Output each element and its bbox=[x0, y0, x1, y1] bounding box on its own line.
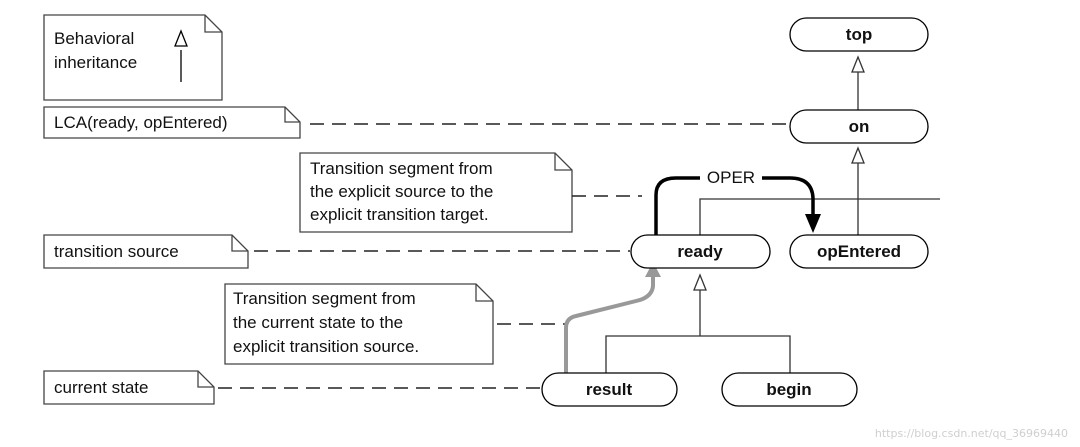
note-segment-explicit-line2: the explicit source to the bbox=[310, 182, 493, 201]
note-connectors bbox=[218, 123, 790, 389]
note-behavioral-inheritance: Behavioral inheritance bbox=[43, 14, 223, 101]
note-segment-explicit: Transition segment from the explicit sou… bbox=[299, 152, 573, 233]
inheritance-arrow-icon bbox=[174, 29, 188, 82]
state-top-label: top bbox=[846, 25, 872, 44]
note-transition-source: transition source bbox=[43, 234, 249, 269]
state-on-label: on bbox=[849, 117, 870, 136]
note-segment-current: Transition segment from the current stat… bbox=[224, 283, 494, 365]
note-segment-explicit-line1: Transition segment from bbox=[310, 159, 493, 178]
note-lca: LCA(ready, opEntered) bbox=[43, 106, 301, 139]
note-behavioral-line2: inheritance bbox=[54, 53, 137, 72]
arrowhead-top bbox=[851, 55, 865, 73]
note-current-state-text: current state bbox=[54, 378, 149, 397]
arrowhead-ready bbox=[693, 273, 707, 291]
inheritance-arrowheads bbox=[693, 55, 865, 291]
state-opEntered[interactable]: opEntered bbox=[789, 234, 929, 269]
note-current-state: current state bbox=[43, 370, 215, 405]
inheritance-lines bbox=[605, 72, 940, 373]
watermark: https://blog.csdn.net/qq_36969440 bbox=[875, 427, 1068, 440]
state-begin[interactable]: begin bbox=[721, 372, 858, 407]
arrowhead-on bbox=[851, 146, 865, 164]
note-behavioral-line1: Behavioral bbox=[54, 29, 134, 48]
state-on[interactable]: on bbox=[789, 109, 929, 144]
state-begin-label: begin bbox=[766, 380, 811, 399]
note-lca-text: LCA(ready, opEntered) bbox=[54, 113, 228, 132]
state-result-label: result bbox=[586, 380, 633, 399]
state-top[interactable]: top bbox=[789, 17, 929, 52]
note-segment-current-line3: explicit transition source. bbox=[233, 337, 419, 356]
note-segment-current-line1: Transition segment from bbox=[233, 289, 416, 308]
note-segment-current-line2: the current state to the bbox=[233, 313, 403, 332]
note-segment-explicit-line3: explicit transition target. bbox=[310, 205, 489, 224]
state-ready[interactable]: ready bbox=[630, 234, 771, 269]
state-result[interactable]: result bbox=[541, 372, 678, 407]
transition-oper: OPER bbox=[654, 168, 821, 235]
segment-current-to-source bbox=[564, 262, 661, 373]
state-opEntered-label: opEntered bbox=[817, 242, 901, 261]
transition-oper-label: OPER bbox=[707, 168, 755, 187]
state-ready-label: ready bbox=[677, 242, 723, 261]
note-transition-source-text: transition source bbox=[54, 242, 179, 261]
